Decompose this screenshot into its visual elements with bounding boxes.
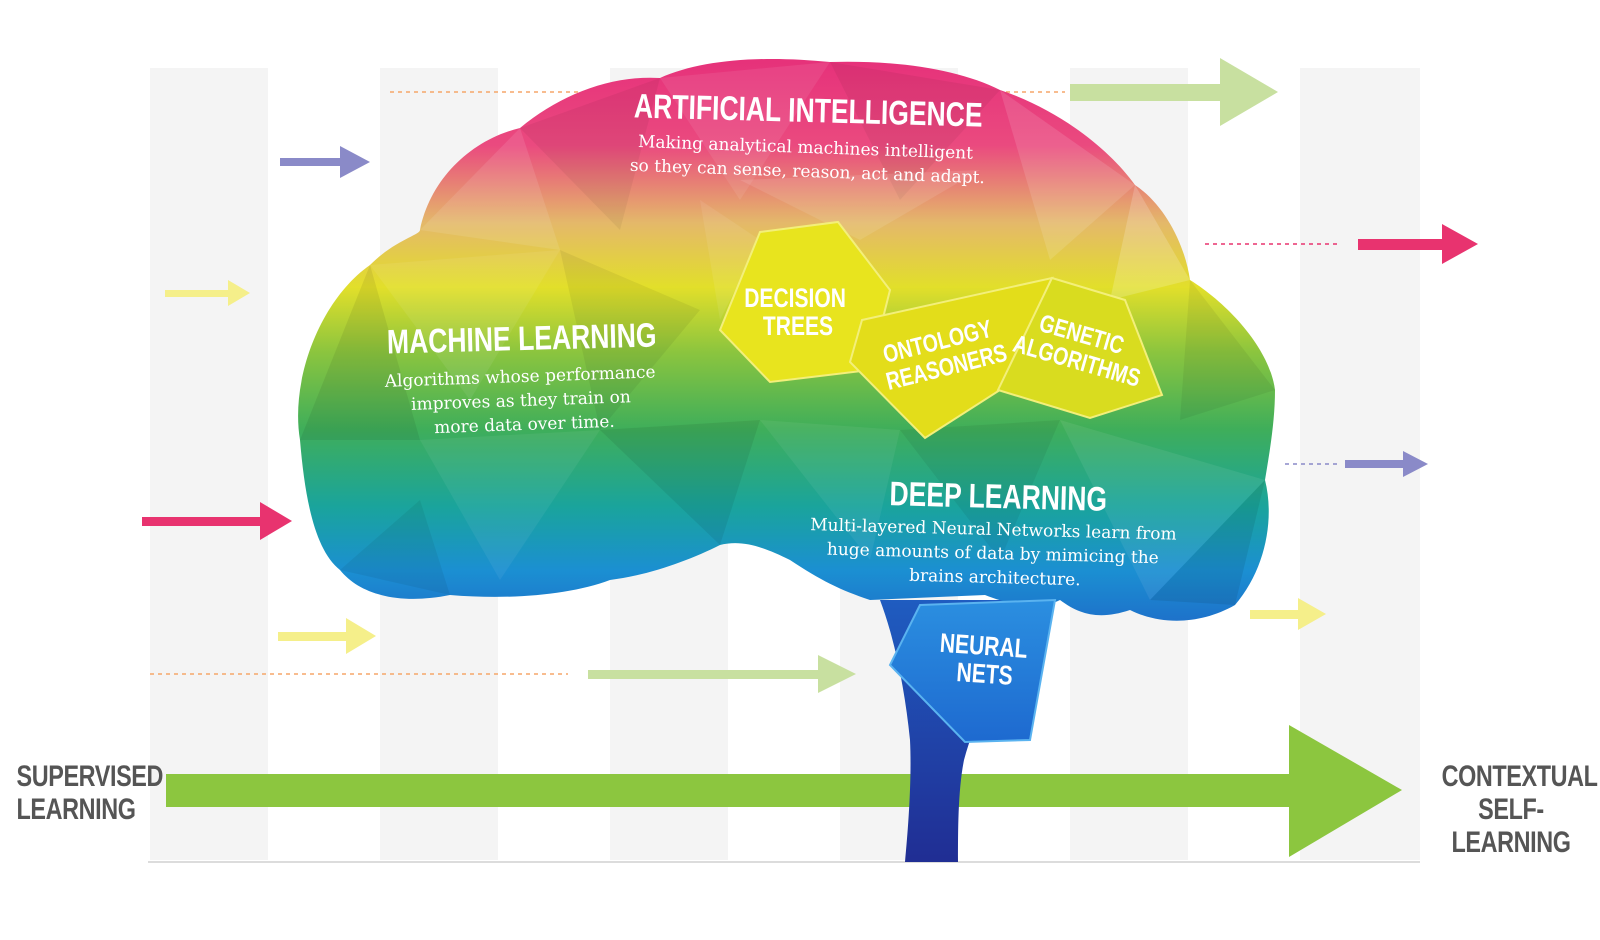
ml-title: MACHINE LEARNING <box>386 316 656 361</box>
arrow-pink-right <box>1358 224 1478 264</box>
contextual-self-learning-label: CONTEXTUAL SELF-LEARNING <box>1441 760 1598 859</box>
contextual-label-line2: SELF-LEARNING <box>1451 793 1571 859</box>
brain-facets <box>300 62 1275 605</box>
technique-decision-trees: DECISION TREES <box>718 220 892 384</box>
arrow-yellow-left <box>165 280 250 306</box>
decision-trees-label: DECISION TREES <box>744 284 852 342</box>
supervised-label-line1: SUPERVISED <box>16 760 164 793</box>
flow-arrows <box>142 58 1478 693</box>
arrow-lightgreen-bottom <box>588 655 856 693</box>
arrow-lightgreen-top <box>1070 58 1278 126</box>
supervised-label-line2: LEARNING <box>16 793 136 826</box>
arrow-purple-right <box>1345 451 1428 477</box>
technique-neural-nets: NEURAL NETS <box>888 598 1057 744</box>
technique-ontology-reasoners: ONTOLOGY REASONERS <box>848 276 1054 440</box>
arrow-purple-left <box>280 146 370 178</box>
ai-title: ARTIFICIAL INTELLIGENCE <box>634 87 983 134</box>
region-machine-learning: MACHINE LEARNING Algorithms whose perfor… <box>383 316 657 438</box>
arrow-pink-left <box>142 502 292 540</box>
dl-title: DEEP LEARNING <box>889 475 1107 519</box>
supervised-learning-label: SUPERVISED LEARNING <box>16 760 164 826</box>
learning-axis-arrow <box>166 725 1402 857</box>
arrow-yellow-lower-left <box>278 618 376 654</box>
arrow-yellow-right <box>1250 598 1326 630</box>
neural-nets-label: NEURAL NETS <box>937 628 1034 692</box>
technique-genetic-algorithms: GENETIC ALGORITHMS <box>996 276 1164 420</box>
dotted-guides <box>150 91 1340 675</box>
contextual-label-line1: CONTEXTUAL <box>1441 760 1598 793</box>
